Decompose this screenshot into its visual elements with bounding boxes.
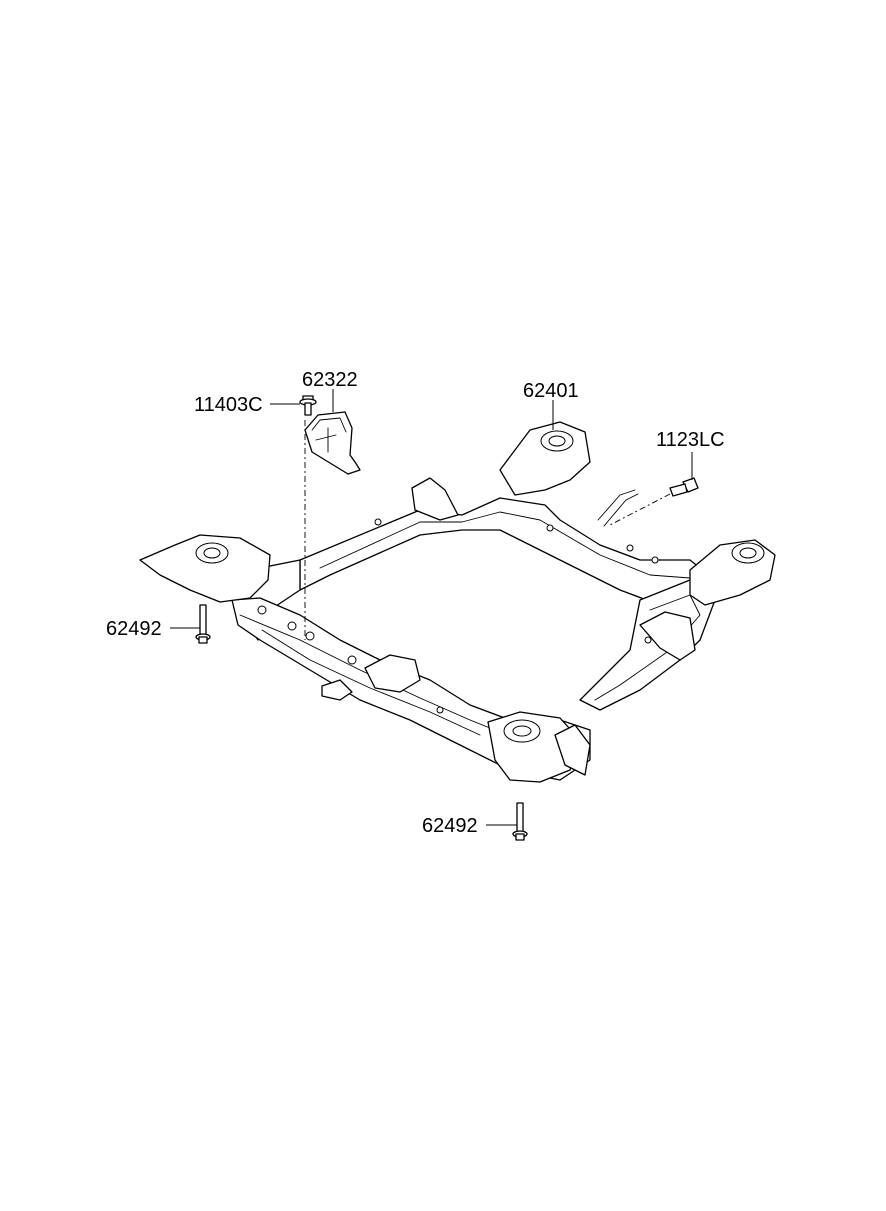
flange-bolt-icon bbox=[299, 395, 317, 416]
part-label-62322: 62322 bbox=[302, 369, 358, 391]
part-label-62492-left: 62492 bbox=[106, 618, 162, 640]
flange-bolt-icon bbox=[669, 477, 699, 497]
mounting-bolt-icon bbox=[512, 802, 528, 841]
bracket-icon bbox=[304, 411, 361, 475]
part-label-11403c: 11403C bbox=[194, 394, 263, 416]
subframe-icon bbox=[139, 421, 776, 783]
part-label-62401: 62401 bbox=[523, 380, 579, 402]
part-label-62492-bottom: 62492 bbox=[422, 815, 478, 837]
mounting-bolt-icon bbox=[195, 604, 211, 644]
part-label-1123lc: 1123LC bbox=[656, 429, 725, 451]
